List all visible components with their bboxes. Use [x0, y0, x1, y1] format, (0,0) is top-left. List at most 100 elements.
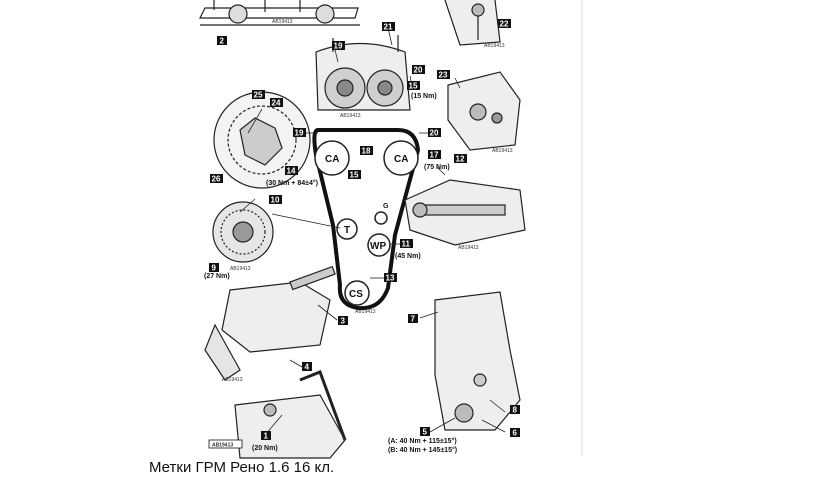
camshaft-locking-tool-view [404, 179, 526, 246]
diagram-label: 18 [362, 147, 371, 156]
ref-label: AB19413 [230, 266, 251, 272]
diagram-label: 24 [272, 99, 281, 108]
callout-18: 18 [360, 146, 373, 156]
callout-8: 8 [510, 405, 520, 415]
diagram-label: 3 [341, 317, 346, 326]
callout-17: 17 [428, 150, 441, 160]
diagram-label: 5 [423, 428, 428, 437]
ref-label: AB19413 [272, 19, 293, 25]
pulley-label: CA [394, 154, 408, 165]
camshaft-pulley-right [383, 140, 419, 176]
pulley-label: G [383, 203, 389, 210]
diagram-label: 9 [212, 264, 217, 273]
callout-9: 9 [209, 263, 219, 273]
diagram-label: 20 [414, 66, 423, 75]
tensioner-pulley [336, 218, 358, 240]
g-pulley [374, 211, 388, 225]
torque-9: (27 Nm) [204, 273, 230, 280]
belt-routing: CA CA T G WP CS [312, 128, 421, 311]
ref-label: AB19413 [492, 148, 513, 154]
diagram-label: 13 [386, 274, 395, 283]
crank-pulley-view [212, 201, 274, 263]
cylinder-head-view [315, 35, 411, 111]
pulley-label: WP [370, 241, 386, 252]
callout-14: 14 [285, 166, 298, 176]
ref-label: AB19413 [340, 113, 361, 119]
diagram-label: 17 [430, 151, 439, 160]
callout-26: 26 [210, 174, 223, 184]
diagram-label: 10 [271, 196, 280, 205]
callout-22: 22 [498, 19, 511, 29]
pulley-label: CS [349, 289, 363, 300]
crank-gear-detail [213, 91, 311, 189]
callout-24: 24 [270, 98, 283, 108]
ref-label: AB19413 [458, 245, 479, 251]
callout-19b: 19 [293, 128, 306, 138]
callout-10: 10 [269, 195, 282, 205]
diagram-label: 8 [513, 406, 518, 415]
diagram-label: 20 [430, 129, 439, 138]
diagram-label: 22 [500, 20, 509, 29]
callout-1: 1 [261, 431, 271, 441]
diagram-label: 7 [411, 315, 416, 324]
crank-pulley [344, 280, 370, 306]
callout-15a: 15 [407, 81, 420, 91]
callout-7: 7 [408, 314, 418, 324]
callout-12: 12 [454, 154, 467, 164]
callout-21: 21 [382, 22, 395, 32]
diagram-label: 14 [287, 167, 296, 176]
diagram-label: 12 [456, 155, 465, 164]
callout-23: 23 [437, 70, 450, 80]
engine-block-view [434, 291, 521, 431]
callout-15b: 15 [348, 170, 361, 180]
diagram-label: 19 [334, 42, 343, 51]
callout-25: 25 [252, 90, 265, 100]
top-right-part-view [444, 0, 501, 46]
diagram-label: 15 [350, 171, 359, 180]
crank-pin-view [234, 370, 347, 459]
callout-20a: 20 [412, 65, 425, 75]
callout-5: 5 [420, 427, 430, 437]
torque-11: (45 Nm) [395, 253, 421, 260]
diagram-label: 6 [513, 429, 518, 438]
torque-b: (B: 40 Nm + 145±15°) [388, 446, 457, 454]
callout-2: 2 [217, 36, 227, 46]
torque-1: (20 Nm) [252, 445, 278, 452]
torque-labels: (15 Nm) (30 Nm + 84±4°) (75 Nm) (45 Nm) … [204, 93, 457, 454]
callout-20b: 20 [428, 128, 441, 138]
torque-a: (A: 40 Nm + 115±15°) [388, 437, 457, 445]
diagram-label: 25 [254, 91, 263, 100]
callout-4: 4 [302, 362, 312, 372]
callout-13: 13 [384, 273, 397, 283]
torque-17: (75 Nm) [424, 164, 450, 171]
callouts: 1 2 3 4 5 6 7 8 9 10 11 12 13 14 15 15 1… [209, 19, 520, 441]
pulley-label: T [344, 225, 350, 236]
main-ref-box: AB19413 [208, 439, 243, 449]
ref-label: AB19413 [484, 43, 505, 49]
camshaft-pulley-left [314, 140, 350, 176]
tensioner-housing-view [447, 71, 521, 151]
diagram-label: AB19413 [212, 443, 233, 449]
diagram-label: 21 [384, 23, 393, 32]
pulley-label: CA [325, 154, 339, 165]
diagram-label: 11 [402, 240, 411, 249]
top-left-camshaft-view [199, 0, 360, 26]
diagram-label: 15 [409, 82, 418, 91]
water-pump-pulley [367, 233, 391, 257]
diagram-caption: Метки ГРМ Рено 1.6 16 кл. [149, 459, 335, 476]
diagram-label: 2 [220, 37, 225, 46]
callout-19a: 19 [332, 41, 345, 51]
ref-label: AB19413 [222, 377, 243, 383]
callout-6: 6 [510, 428, 520, 438]
torque-15: (15 Nm) [411, 93, 437, 100]
ref-label: AB19413 [355, 309, 376, 315]
diagram-label: 26 [212, 175, 221, 184]
diagram-label: 1 [264, 432, 269, 441]
diagram-label: 19 [295, 129, 304, 138]
callout-11: 11 [400, 239, 413, 249]
diagram-label: 23 [439, 71, 448, 80]
diagram-label: 4 [305, 363, 310, 372]
torque-14: (30 Nm + 84±4°) [266, 179, 318, 187]
callout-3: 3 [338, 316, 348, 326]
